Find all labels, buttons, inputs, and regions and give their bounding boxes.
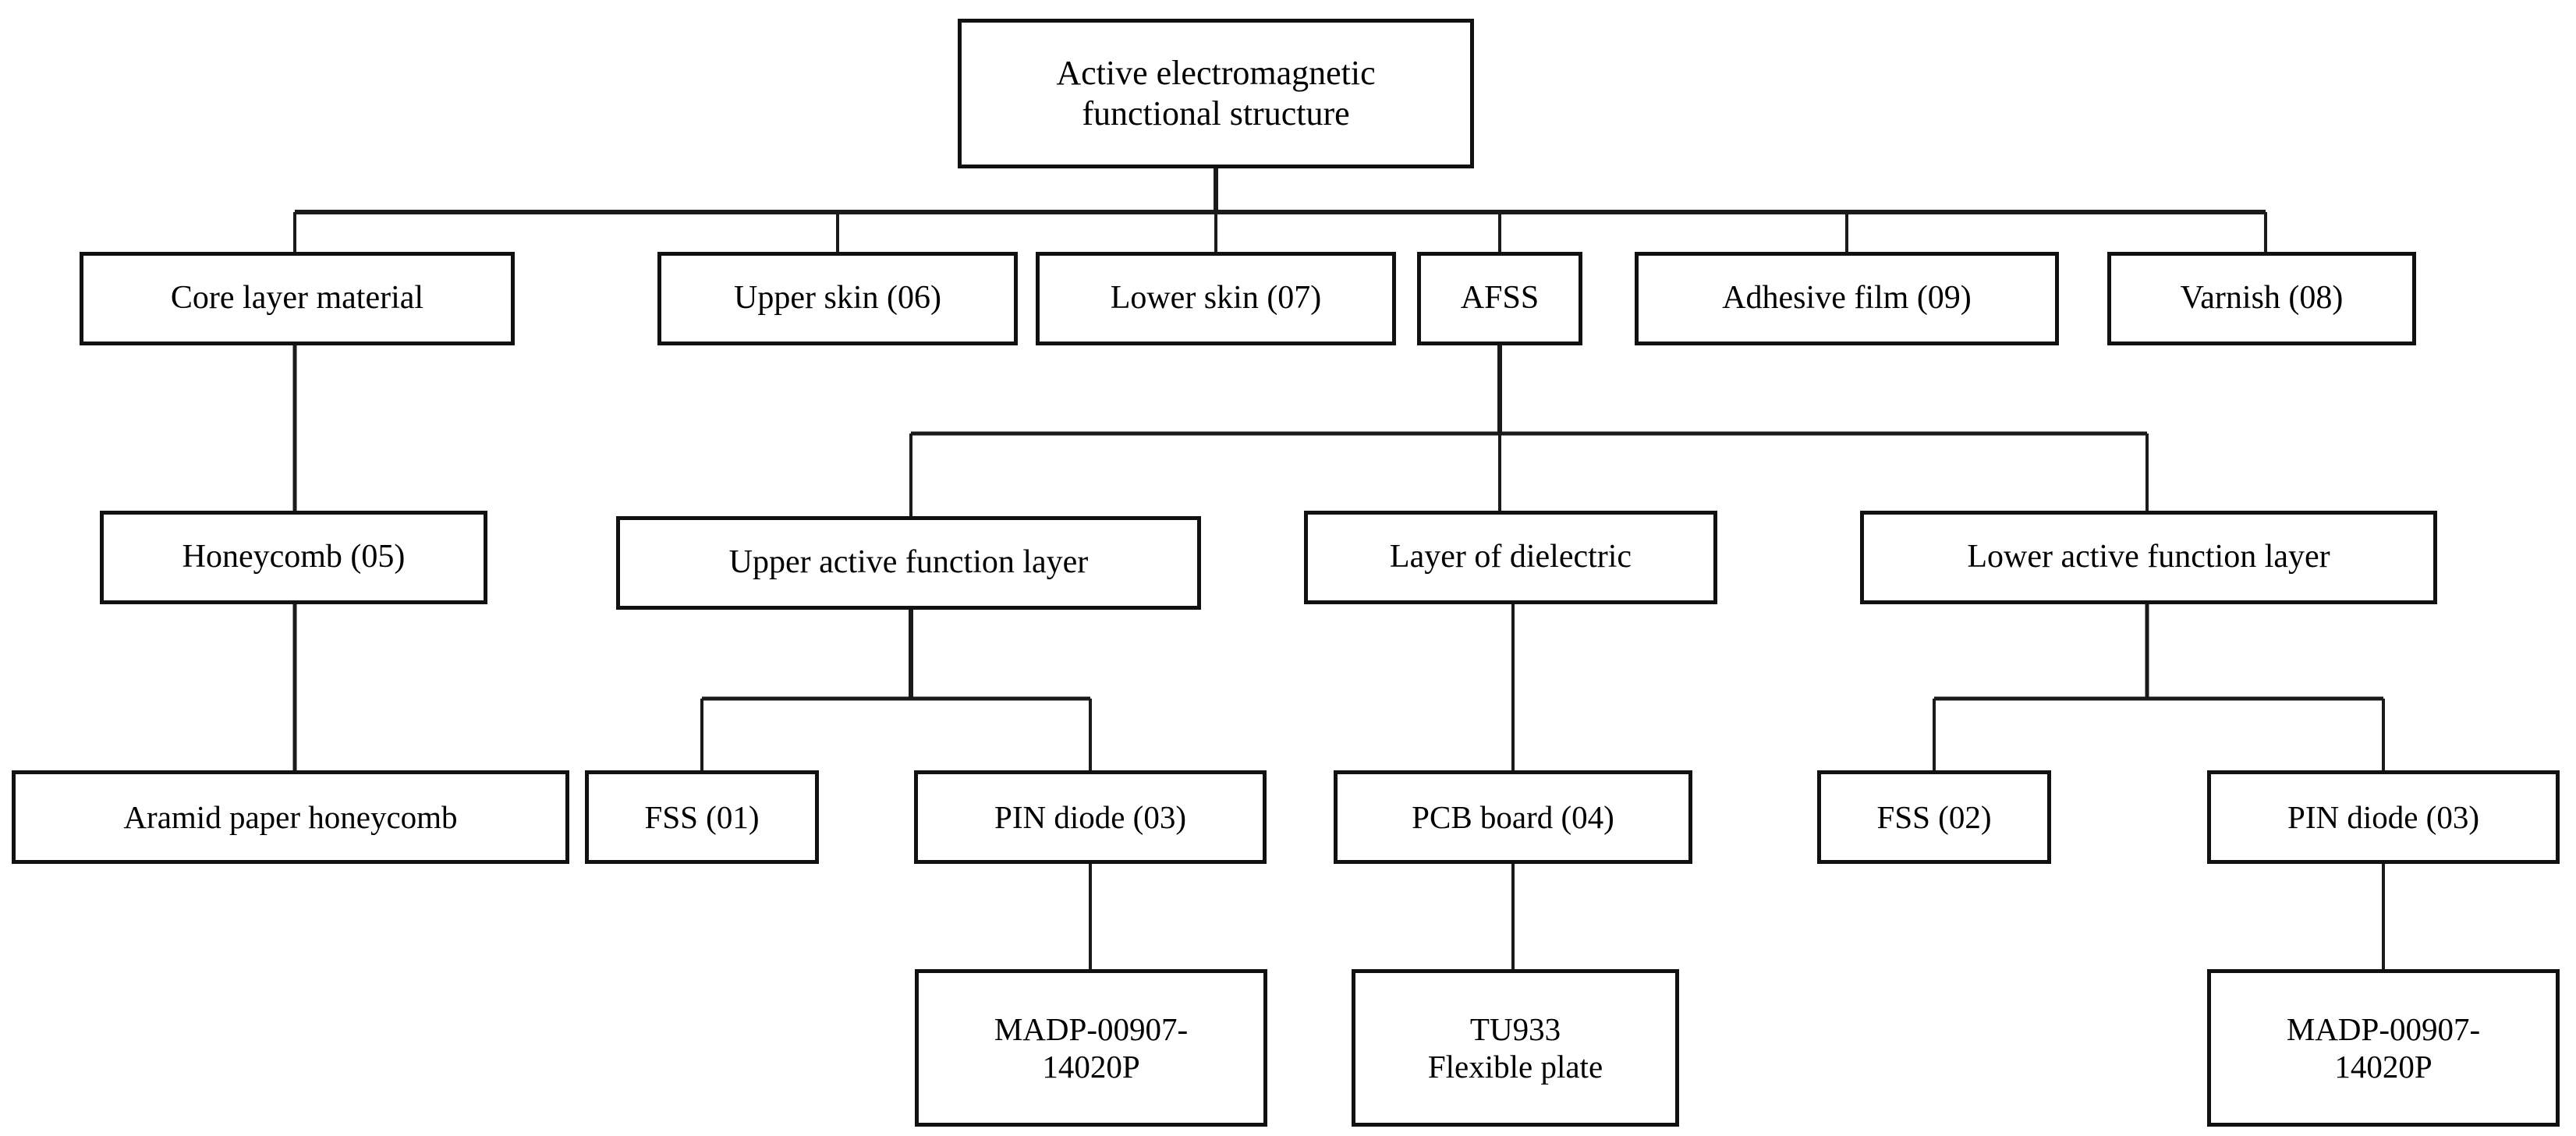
node-label-adhesive: Adhesive film (09) bbox=[1722, 280, 1972, 317]
node-varnish[interactable]: Varnish (08) bbox=[2107, 252, 2416, 345]
node-label-honeycomb: Honeycomb (05) bbox=[182, 539, 406, 575]
node-lowerafl[interactable]: Lower active function layer bbox=[1860, 511, 2437, 604]
node-lowerskin[interactable]: Lower skin (07) bbox=[1036, 252, 1396, 345]
node-label-fss01: FSS (01) bbox=[644, 798, 760, 835]
node-madp1[interactable]: MADP-00907-14020P bbox=[915, 969, 1267, 1127]
node-fss01[interactable]: FSS (01) bbox=[585, 770, 819, 864]
node-label-upperskin: Upper skin (06) bbox=[734, 280, 941, 317]
node-label-varnish: Varnish (08) bbox=[2180, 280, 2344, 317]
node-core[interactable]: Core layer material bbox=[80, 252, 515, 345]
node-label-lowerskin: Lower skin (07) bbox=[1110, 280, 1322, 317]
node-aramid[interactable]: Aramid paper honeycomb bbox=[12, 770, 569, 864]
node-label-upperafl: Upper active function layer bbox=[728, 544, 1089, 581]
node-pcb[interactable]: PCB board (04) bbox=[1334, 770, 1692, 864]
node-adhesive[interactable]: Adhesive film (09) bbox=[1635, 252, 2059, 345]
node-upperskin[interactable]: Upper skin (06) bbox=[657, 252, 1018, 345]
node-pin03b[interactable]: PIN diode (03) bbox=[2207, 770, 2560, 864]
node-label-pcb: PCB board (04) bbox=[1412, 798, 1614, 835]
node-upperafl[interactable]: Upper active function layer bbox=[616, 516, 1201, 610]
node-label-madp1: MADP-00907-14020P bbox=[994, 1010, 1189, 1085]
node-label-aramid: Aramid paper honeycomb bbox=[123, 798, 458, 835]
node-label-afss: AFSS bbox=[1460, 280, 1540, 317]
node-label-lowerafl: Lower active function layer bbox=[1967, 539, 2330, 575]
node-label-pin03b: PIN diode (03) bbox=[2287, 798, 2479, 835]
node-label-fss02: FSS (02) bbox=[1876, 798, 1992, 835]
node-madp2[interactable]: MADP-00907-14020P bbox=[2207, 969, 2560, 1127]
node-label-core: Core layer material bbox=[170, 280, 424, 317]
node-afss[interactable]: AFSS bbox=[1417, 252, 1582, 345]
node-fss02[interactable]: FSS (02) bbox=[1817, 770, 2051, 864]
node-label-dielectric: Layer of dielectric bbox=[1389, 539, 1632, 575]
node-label-pin03a: PIN diode (03) bbox=[994, 798, 1186, 835]
node-label-madp2: MADP-00907-14020P bbox=[2286, 1010, 2481, 1085]
node-dielectric[interactable]: Layer of dielectric bbox=[1304, 511, 1717, 604]
node-pin03a[interactable]: PIN diode (03) bbox=[914, 770, 1267, 864]
node-honeycomb[interactable]: Honeycomb (05) bbox=[100, 511, 487, 604]
